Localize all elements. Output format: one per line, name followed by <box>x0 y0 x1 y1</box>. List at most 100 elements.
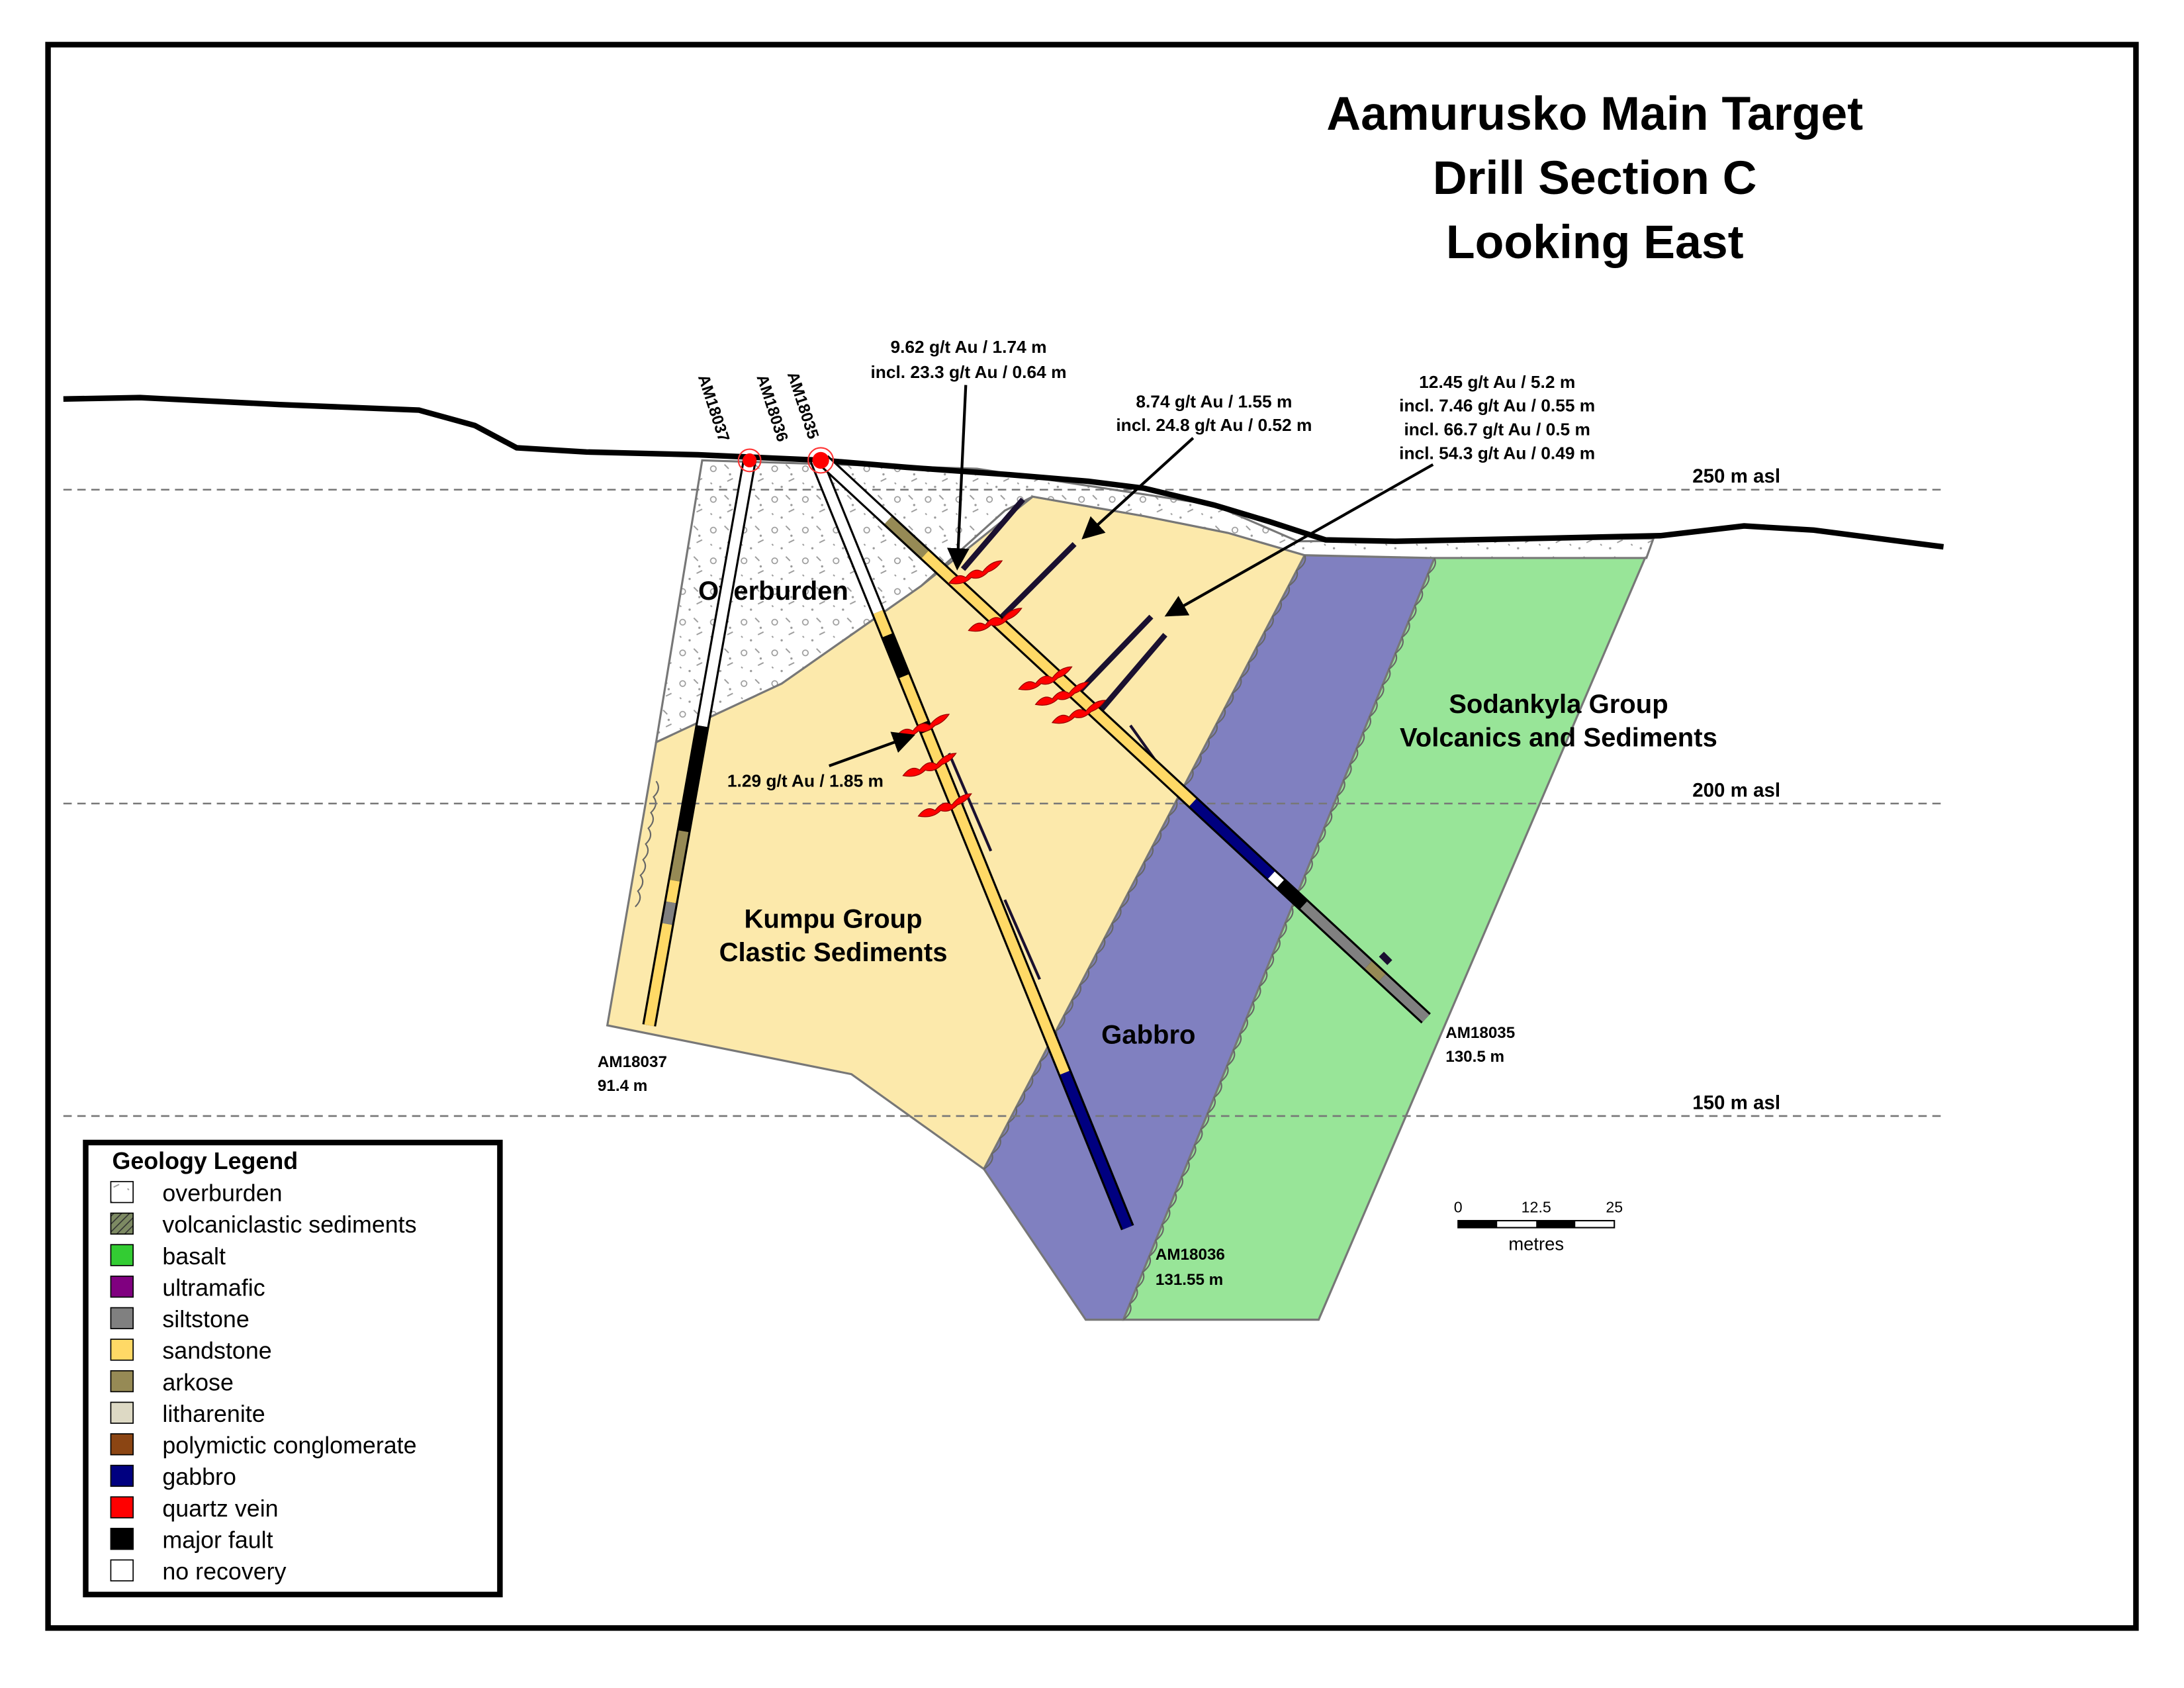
hole-interval-major-fault <box>1277 880 1307 909</box>
assay-callout-2: 8.74 g/t Au / 1.55 m incl. 24.8 g/t Au /… <box>1081 391 1312 539</box>
hole-interval-sandstone <box>921 551 1197 806</box>
quartz-vein <box>968 608 1023 632</box>
legend-item-quartz-vein: quartz vein <box>110 1495 279 1522</box>
hole-interval-sandstone <box>666 880 680 904</box>
legend-label: polymictic conglomerate <box>162 1432 416 1459</box>
legend-swatch <box>110 1276 134 1298</box>
title-line-2: Drill Section C <box>1433 152 1757 205</box>
legend-item-major-fault: major fault <box>110 1526 273 1553</box>
assay-text: incl. 66.7 g/t Au / 0.5 m <box>1404 420 1590 440</box>
legend-swatch <box>110 1528 134 1550</box>
sodankyla-label-1: Sodankyla Group <box>1449 690 1668 719</box>
elevation-label-150: 150 m asl <box>1692 1092 1780 1113</box>
legend-swatch <box>110 1559 134 1581</box>
drill-hole-am18036 <box>810 457 1134 1231</box>
legend-item-ultramafic: ultramafic <box>110 1274 265 1301</box>
drill-hole-am18035 <box>819 455 1431 1024</box>
drill-holes <box>642 455 1431 1231</box>
geology-legend: Geology Legend overburdenvolcaniclastic … <box>83 1139 503 1598</box>
quartz-veins <box>895 560 1107 818</box>
quartz-vein <box>917 793 972 818</box>
hole-end-am18037: AM18037 <box>598 1053 667 1071</box>
hole-depth-am18035: 130.5 m <box>1445 1048 1504 1066</box>
hole-interval-major-fault <box>883 633 909 679</box>
hole-interval-siltstone <box>1379 974 1430 1022</box>
assay-text: 12.45 g/t Au / 5.2 m <box>1419 372 1575 392</box>
assay-text: incl. 54.3 g/t Au / 0.49 m <box>1399 443 1595 463</box>
legend-label: volcaniclastic sediments <box>162 1211 416 1238</box>
legend-swatch <box>110 1181 134 1203</box>
title-line-1: Aamurusko Main Target <box>1326 87 1863 140</box>
hole-interval-sandstone <box>644 923 672 1027</box>
legend-label: sandstone <box>162 1338 271 1364</box>
hole-interval-gabbro <box>1189 798 1275 879</box>
quartz-vein <box>902 753 957 777</box>
assay-text: 9.62 g/t Au / 1.74 m <box>890 337 1046 357</box>
hole-interval-gabbro <box>1060 1070 1132 1230</box>
elevation-label-250: 250 m asl <box>1692 465 1780 487</box>
assay-callout-1: 9.62 g/t Au / 1.74 m incl. 23.3 g/t Au /… <box>870 337 1067 571</box>
legend-swatch <box>110 1338 134 1361</box>
hole-end-am18036: AM18036 <box>1156 1246 1225 1264</box>
hole-end-am18035: AM18035 <box>1445 1024 1515 1042</box>
hole-interval-no-recovery <box>1268 871 1284 888</box>
scale-tick-end: 25 <box>1606 1198 1623 1215</box>
quartz-vein <box>1018 666 1073 690</box>
hole-interval-arkose <box>884 516 929 558</box>
legend-swatch <box>110 1370 134 1393</box>
hole-interval-sandstone <box>873 610 892 637</box>
assay-text: 1.29 g/t Au / 1.85 m <box>727 771 884 791</box>
legend-label: quartz vein <box>162 1495 278 1522</box>
quartz-vein <box>895 714 950 738</box>
hole-interval-sandstone <box>922 729 1069 1075</box>
quartz-vein <box>948 560 1003 585</box>
legend-swatch <box>110 1496 134 1519</box>
assay-callout-4: 1.29 g/t Au / 1.85 m <box>727 731 915 791</box>
drill-hole-am18037 <box>642 459 756 1027</box>
hole-interval-no-recovery <box>811 458 883 614</box>
legend-label: litharenite <box>162 1401 265 1427</box>
legend-label: no recovery <box>162 1558 286 1585</box>
collars <box>737 447 835 474</box>
title-line-3: Looking East <box>1446 216 1744 269</box>
legend-item-basalt: basalt <box>110 1243 226 1270</box>
collar-ring <box>737 448 762 473</box>
hole-interval-no-recovery <box>697 459 754 727</box>
kumpu-label-2: Clastic Sediments <box>719 938 948 967</box>
assay-callout-3: 12.45 g/t Au / 5.2 m incl. 7.46 g/t Au /… <box>1164 372 1595 617</box>
legend-item-overburden: overburden <box>110 1180 283 1207</box>
legend-label: gabbro <box>162 1464 236 1490</box>
assay-text: incl. 23.3 g/t Au / 0.64 m <box>870 362 1066 382</box>
legend-item-arkose: arkose <box>110 1369 234 1395</box>
kumpu-label-1: Kumpu Group <box>745 904 923 933</box>
assay-text: 8.74 g/t Au / 1.55 m <box>1136 391 1292 411</box>
quartz-vein <box>1051 700 1107 724</box>
legend-item-siltstone: siltstone <box>110 1306 250 1333</box>
hole-depth-am18037: 91.4 m <box>598 1077 647 1095</box>
topography-line <box>63 395 1944 550</box>
legend-label: major fault <box>162 1526 273 1553</box>
legend-swatch <box>110 1464 134 1487</box>
legend-swatch <box>110 1401 134 1424</box>
legend-label: siltstone <box>162 1306 249 1333</box>
legend-item-polymictic-conglomerate: polymictic conglomerate <box>110 1432 417 1459</box>
legend-swatch <box>110 1212 134 1235</box>
assay-text: incl. 7.46 g/t Au / 0.55 m <box>1399 396 1595 416</box>
collar-am18036-am18035 <box>812 451 829 469</box>
hole-interval-major-fault <box>678 725 707 833</box>
hole-interval-arkose <box>670 830 689 882</box>
legend-label: arkose <box>162 1369 234 1395</box>
elevation-label-200: 200 m asl <box>1692 779 1780 801</box>
hole-depth-am18036: 131.55 m <box>1156 1271 1223 1289</box>
legend-swatch <box>110 1244 134 1266</box>
scale-bar: 0 12.5 25 metres <box>1454 1198 1623 1254</box>
legend-swatch <box>110 1307 134 1329</box>
title-block: Aamurusko Main Target Drill Section C Lo… <box>1326 87 1863 269</box>
scale-tick-0: 0 <box>1454 1198 1463 1215</box>
contact-wavy-lines <box>635 555 1436 1321</box>
legend-label: ultramafic <box>162 1274 265 1301</box>
sodankyla-label-2: Volcanics and Sediments <box>1400 723 1717 752</box>
legend-item-volcaniclastic-sediments: volcaniclastic sediments <box>110 1211 417 1238</box>
